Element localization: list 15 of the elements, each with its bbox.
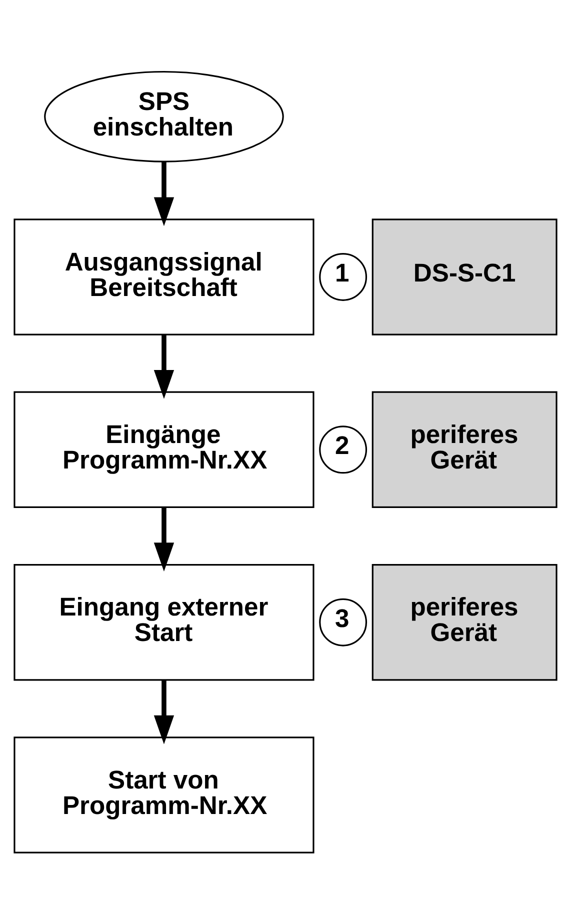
node-ellipse: SPS einschalten <box>44 70 284 162</box>
node-circle: 1 <box>319 252 368 301</box>
arrow <box>154 680 174 744</box>
node-box: Eingänge Programm-Nr.XX <box>14 391 314 508</box>
node-box: periferes Gerät <box>372 391 558 508</box>
arrow <box>154 162 174 226</box>
node-circle: 2 <box>319 426 368 474</box>
arrow <box>154 334 174 399</box>
node-box: DS-S-C1 <box>372 218 558 336</box>
node-box: periferes Gerät <box>372 564 558 681</box>
node-box: Ausgangssignal Bereitschaft <box>14 218 314 336</box>
node-circle: 3 <box>319 598 368 646</box>
arrow <box>154 507 174 572</box>
node-box: Start von Programm-Nr.XX <box>14 736 314 854</box>
node-box: Eingang externer Start <box>14 564 314 681</box>
